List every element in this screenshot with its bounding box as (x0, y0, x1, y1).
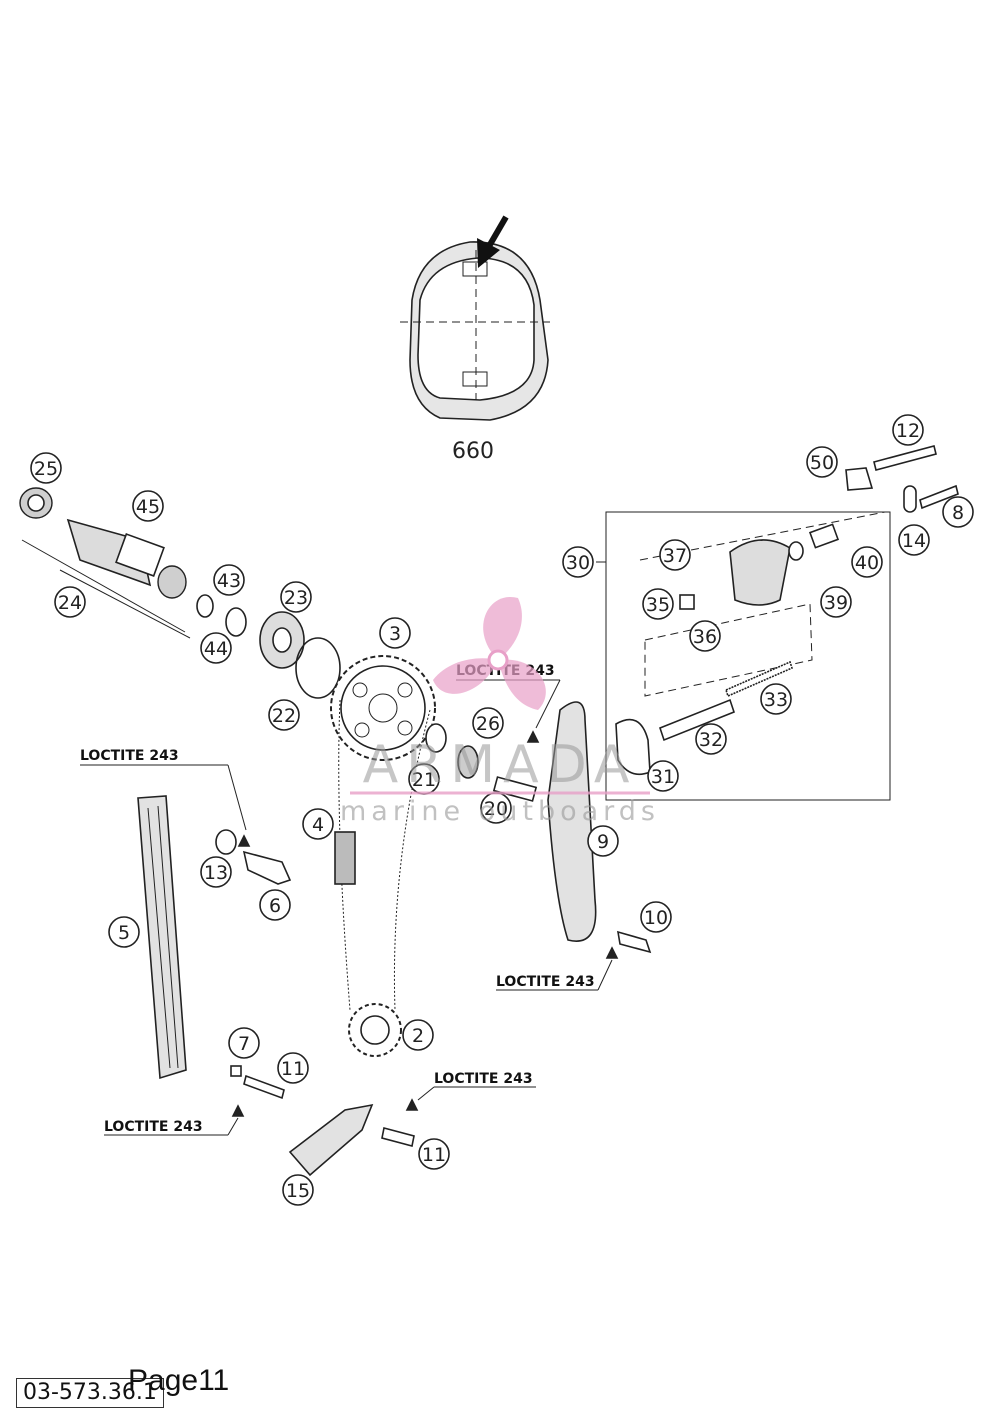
part-callout-26: 26 (472, 707, 504, 739)
part-callout-10: 10 (640, 901, 672, 933)
part-callout-15: 15 (282, 1174, 314, 1206)
part-number: 20 (484, 798, 508, 820)
part-number: 32 (699, 729, 723, 751)
part-callout-14: 14 (898, 524, 930, 556)
part-callout-39: 39 (820, 586, 852, 618)
crank-sprocket (348, 1003, 402, 1057)
part-number: 40 (855, 552, 879, 574)
part-number: 25 (34, 458, 58, 480)
part-number: 44 (204, 638, 228, 660)
cam-sprocket-group (330, 655, 540, 802)
part-callout-4: 4 (302, 808, 334, 840)
part-number: 5 (118, 922, 130, 944)
part-callout-43: 43 (213, 564, 245, 596)
part-number: 39 (824, 592, 848, 614)
tensioner-rail (547, 701, 597, 942)
part-number: 9 (597, 831, 609, 853)
loctite-label: LOCTITE 243 (80, 748, 179, 764)
part-callout-40: 40 (851, 546, 883, 578)
part-number: 2 (412, 1025, 424, 1047)
loctite-label: LOCTITE 243 (104, 1119, 203, 1135)
camshaft-group (19, 487, 341, 699)
part-callout-9: 9 (587, 825, 619, 857)
part-number: 11 (422, 1144, 446, 1166)
part-number: 24 (58, 592, 82, 614)
part-number: 31 (651, 766, 675, 788)
tensioner-assembly (605, 445, 959, 801)
part-callout-32: 32 (695, 723, 727, 755)
part-callout-22: 22 (268, 699, 300, 731)
part-number: 43 (217, 570, 241, 592)
part-number: 21 (412, 769, 436, 791)
part-callout-33: 33 (760, 683, 792, 715)
part-callout-3: 3 (379, 617, 411, 649)
cam-detail-inset: 660 (400, 215, 550, 464)
watermark-tagline: marine outboards (340, 796, 660, 827)
propeller-logo-icon (433, 596, 546, 710)
part-number: 10 (644, 907, 668, 929)
part-number: 35 (646, 594, 670, 616)
part-number: 30 (566, 552, 590, 574)
part-number: 13 (204, 862, 228, 884)
part-callout-25: 25 (30, 452, 62, 484)
document-code: 03-573.36.1 (16, 1378, 164, 1408)
loctite-label: LOCTITE 243 (434, 1071, 533, 1087)
part-callout-50: 50 (806, 446, 838, 478)
part-number: 26 (476, 713, 500, 735)
part-number: 6 (269, 895, 281, 917)
part-number: 3 (389, 623, 401, 645)
part-callout-5: 5 (108, 916, 140, 948)
part-callout-8: 8 (942, 496, 974, 528)
part-number: 7 (238, 1033, 250, 1055)
part-callout-35: 35 (642, 588, 674, 620)
part-callout-36: 36 (689, 620, 721, 652)
part-number: 50 (810, 452, 834, 474)
part-callout-2: 2 (402, 1019, 434, 1051)
part-callout-24: 24 (54, 586, 86, 618)
part-callout-44: 44 (200, 632, 232, 664)
part-callout-6: 6 (259, 889, 291, 921)
part-number: 4 (312, 814, 324, 836)
variant-label: 660 (452, 439, 494, 464)
part-callout-13: 13 (200, 856, 232, 888)
watermark-name: ARMADA (363, 735, 638, 795)
part-number: 15 (286, 1180, 310, 1202)
part-number: 23 (284, 587, 308, 609)
loctite-label: LOCTITE 243 (496, 974, 595, 990)
part-callout-7: 7 (228, 1027, 260, 1059)
part-number: 22 (272, 705, 296, 727)
part-number: 36 (693, 626, 717, 648)
part-number: 11 (281, 1058, 305, 1080)
chain-guide-rail (137, 795, 187, 1080)
part-callout-31: 31 (647, 760, 679, 792)
page-label: Page11 (128, 1364, 230, 1397)
watermark: ARMADA marine outboards (340, 596, 660, 827)
chain-link (334, 831, 356, 885)
part-callout-37: 37 (659, 539, 691, 571)
part-number: 12 (896, 420, 920, 442)
part-number: 8 (952, 502, 964, 524)
fasteners (215, 829, 652, 1177)
part-callout-21: 21 (408, 763, 440, 795)
part-callout-11: 11 (277, 1052, 309, 1084)
part-callout-11: 11 (418, 1138, 450, 1170)
part-callout-30: 30 (562, 546, 594, 578)
part-number: 33 (764, 689, 788, 711)
part-number: 14 (902, 530, 926, 552)
part-number: 37 (663, 545, 687, 567)
part-callout-45: 45 (132, 490, 164, 522)
part-callout-23: 23 (280, 581, 312, 613)
part-callout-12: 12 (892, 414, 924, 446)
part-number: 45 (136, 496, 160, 518)
